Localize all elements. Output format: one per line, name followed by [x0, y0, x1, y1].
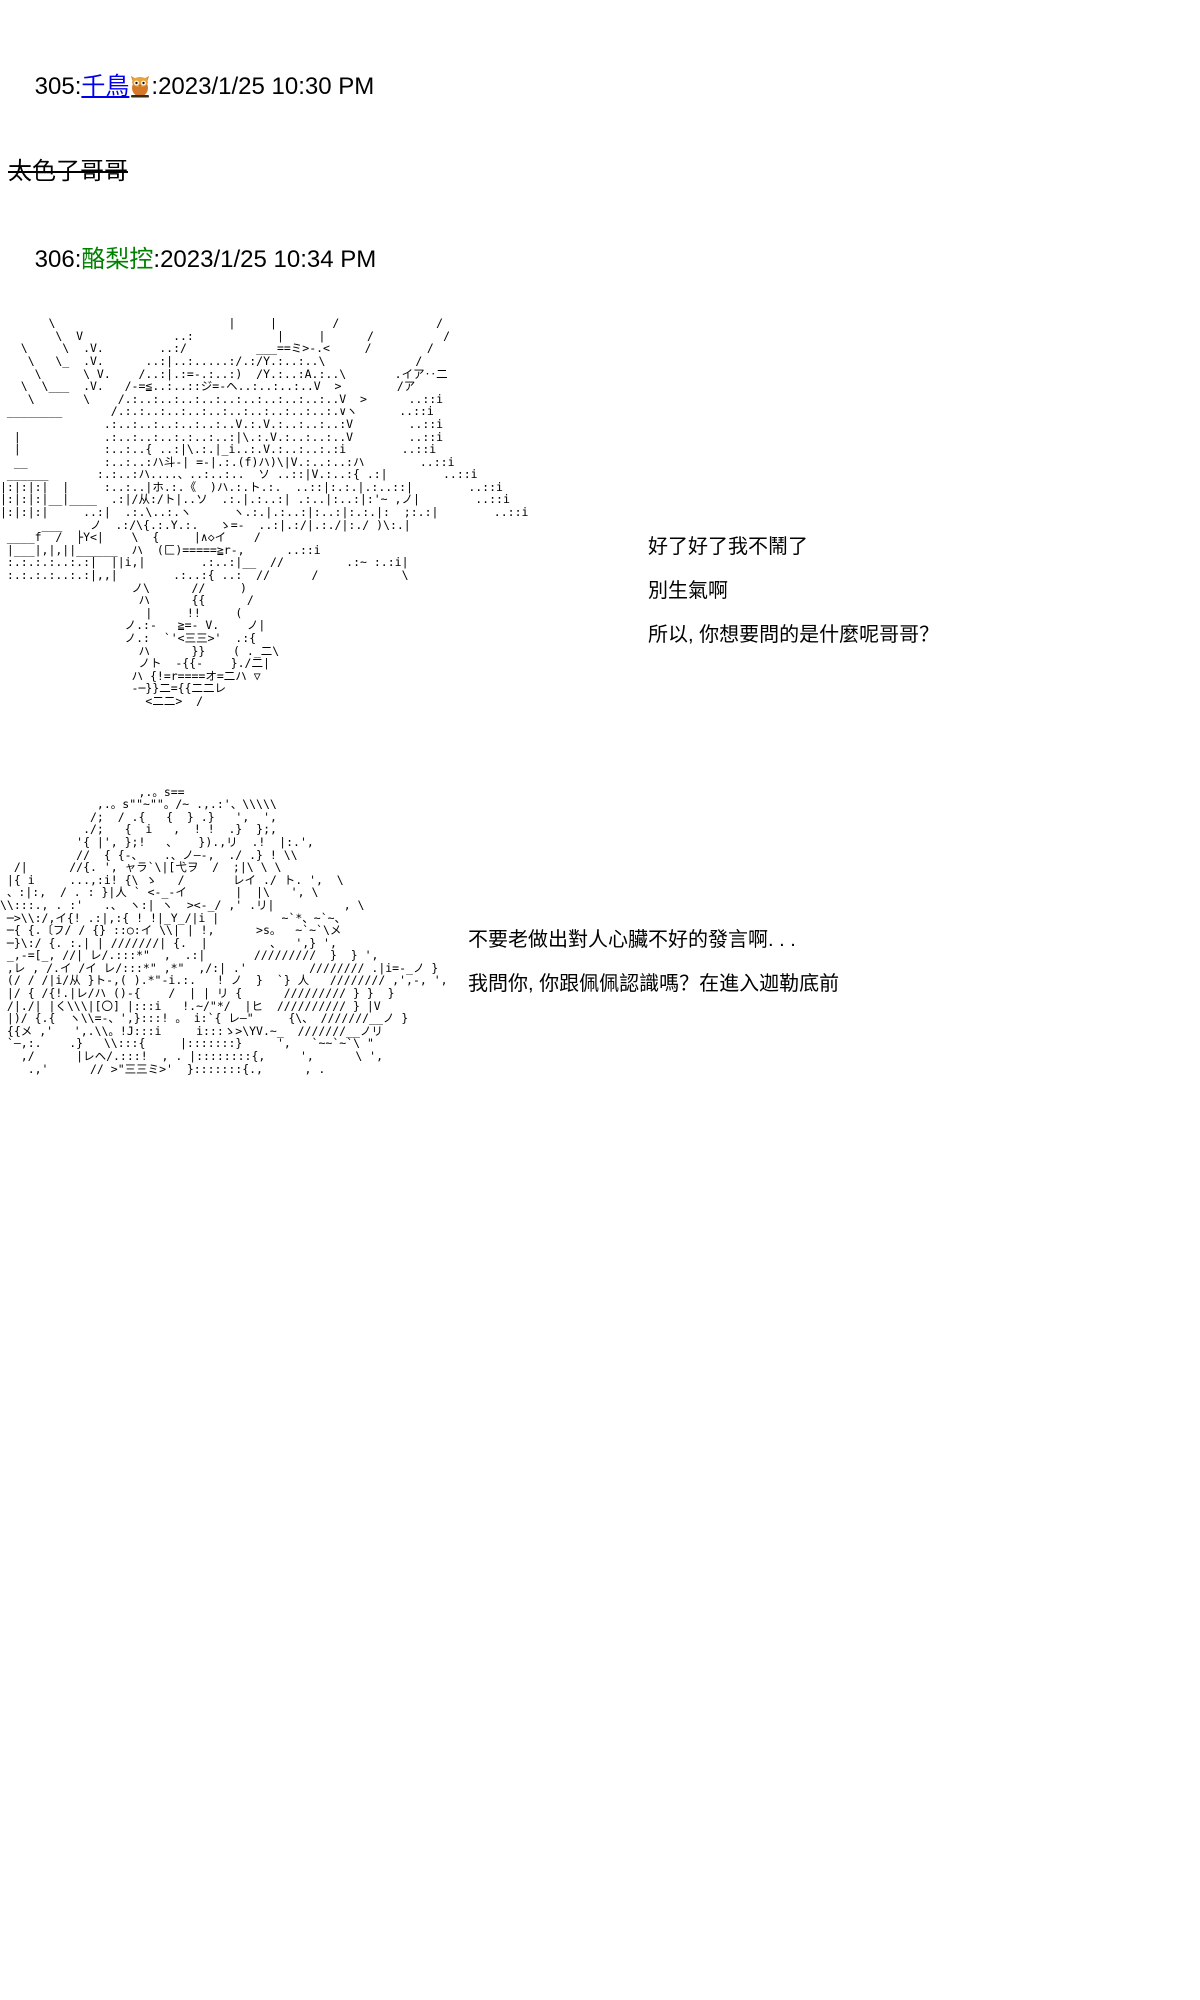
aa-block-2: ,.。s== ,.。s""~""。/~ .,.:'、\\\\\ /; / .{ … [0, 786, 1200, 1076]
post-body-305: 太色了哥哥 [0, 130, 1200, 188]
ascii-art-figure-1: \ | | / / \ V ..: | | / / \ \ .V. ..:/ _… [0, 317, 529, 708]
post-author-name[interactable]: 酪梨控 [81, 245, 154, 273]
owl-icon [129, 74, 151, 98]
post-number-separator: : [74, 245, 82, 273]
dialogue-line: 我問你, 你跟佩佩認識嗎？在進入迦勒底前 [468, 972, 840, 995]
dialogue-block-1: 好了好了我不鬧了 別生氣啊 所以, 你想要問的是什麼呢哥哥？ [648, 525, 939, 657]
dialogue-block-2: 不要老做出對人心臟不好的發言啊. . . 我問你, 你跟佩佩認識嗎？在進入迦勒底… [468, 918, 839, 1006]
post-header-306: 306:酪梨控:2023/1/25 10:34 PM [0, 189, 1200, 303]
ascii-art-figure-2: ,.。s== ,.。s""~""。/~ .,.:'、\\\\\ /; / .{ … [0, 785, 448, 1076]
post-name-separator: : [153, 245, 161, 273]
post-number: 306 [34, 245, 75, 273]
post-timestamp: 2023/1/25 10:30 PM [158, 72, 375, 100]
strikethrough-text: 太色了哥哥 [8, 158, 128, 186]
dialogue-line: 別生氣啊 [648, 580, 728, 603]
post-number: 305 [34, 72, 75, 100]
post-timestamp: 2023/1/25 10:34 PM [160, 245, 377, 273]
post-author-link[interactable]: 千鳥 [81, 72, 130, 100]
dialogue-line: 所以, 你想要問的是什麼呢哥哥？ [648, 624, 940, 647]
post-header-305: 305:千鳥 :2023/1/25 10:30 PM [0, 0, 1200, 130]
post-name-separator: : [151, 72, 159, 100]
dialogue-line: 好了好了我不鬧了 [648, 536, 808, 559]
dialogue-line: 不要老做出對人心臟不好的發言啊. . . [468, 928, 796, 951]
aa-block-1: \ | | / / \ V ..: | | / / \ \ .V. ..:/ _… [0, 317, 1200, 707]
post-number-separator: : [74, 72, 82, 100]
